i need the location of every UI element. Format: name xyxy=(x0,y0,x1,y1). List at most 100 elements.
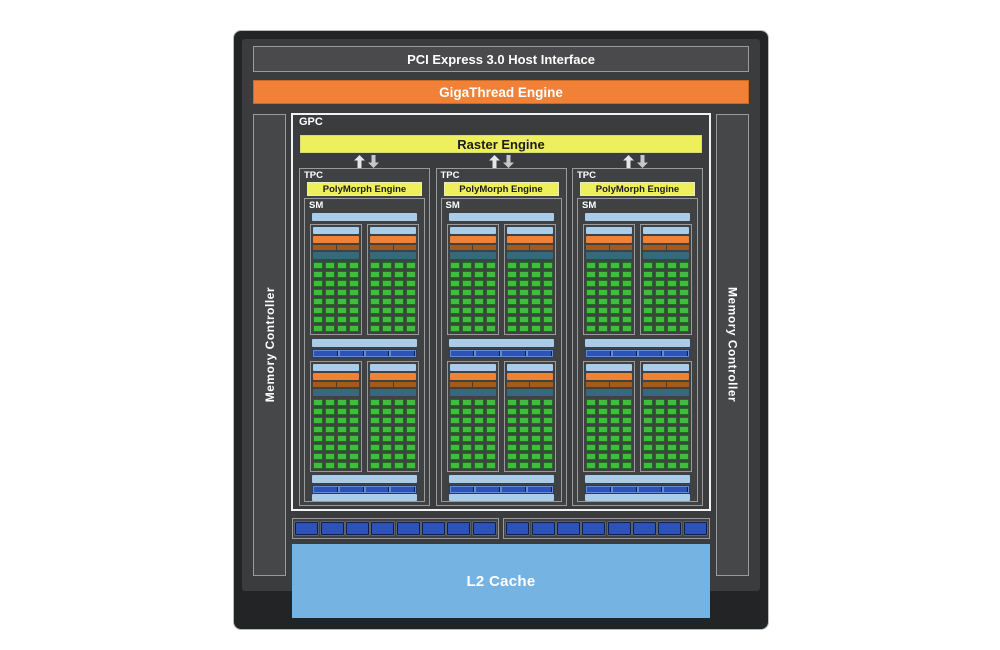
cuda-core xyxy=(679,298,689,305)
cuda-core xyxy=(449,408,460,415)
gpc-block: GPC Raster Engine TPC PolyMorph Engine xyxy=(291,113,711,511)
load-store-segment xyxy=(339,487,364,492)
cuda-core xyxy=(622,280,632,287)
cuda-core xyxy=(598,325,608,332)
cuda-core xyxy=(518,298,529,305)
cuda-core xyxy=(337,399,347,406)
cuda-core xyxy=(506,426,517,433)
sm-partition xyxy=(640,224,692,335)
shared-cache-bar xyxy=(312,475,417,483)
cuda-core xyxy=(586,417,596,424)
cuda-core xyxy=(325,325,335,332)
sfu-bar xyxy=(506,252,553,259)
cuda-core xyxy=(473,417,484,424)
cuda-core xyxy=(473,280,484,287)
cuda-core xyxy=(394,462,404,469)
warp-scheduler-bar xyxy=(313,227,359,234)
cuda-core xyxy=(610,399,620,406)
sm-partition xyxy=(583,224,635,335)
load-store-segment xyxy=(502,487,526,492)
cuda-core xyxy=(679,262,689,269)
tpc-label: TPC xyxy=(440,170,460,181)
cuda-core xyxy=(610,453,620,460)
cuda-core xyxy=(586,325,596,332)
cuda-core xyxy=(370,307,380,314)
crossbar-slot xyxy=(471,521,497,536)
cuda-core xyxy=(610,316,620,323)
cuda-core xyxy=(349,435,359,442)
cuda-core xyxy=(313,417,323,424)
cuda-core xyxy=(370,408,380,415)
dispatch-unit-bar xyxy=(449,236,496,243)
cuda-core xyxy=(394,453,404,460)
cuda-core xyxy=(461,289,472,296)
warp-scheduler-bar xyxy=(643,227,689,234)
dispatch-unit-bar xyxy=(449,373,496,380)
cuda-core xyxy=(530,444,541,451)
cuda-core xyxy=(643,399,653,406)
crossbar-slot xyxy=(581,521,607,536)
cuda-core xyxy=(610,325,620,332)
dispatch-unit-bar xyxy=(370,236,416,243)
cuda-core xyxy=(679,444,689,451)
cuda-core xyxy=(394,307,404,314)
cuda-core xyxy=(461,444,472,451)
cuda-core xyxy=(382,399,392,406)
cuda-core xyxy=(461,453,472,460)
cuda-core xyxy=(337,462,347,469)
cuda-core xyxy=(679,435,689,442)
cuda-core xyxy=(313,325,323,332)
cuda-core xyxy=(667,462,677,469)
cuda-core xyxy=(382,280,392,287)
cuda-core xyxy=(655,408,665,415)
raster-engine: Raster Engine xyxy=(300,135,702,153)
memory-controller-left: Memory Controller xyxy=(253,114,286,576)
cuda-core xyxy=(449,444,460,451)
cuda-core xyxy=(349,408,359,415)
cuda-core xyxy=(394,298,404,305)
cuda-core xyxy=(586,444,596,451)
cuda-core xyxy=(485,435,496,442)
cuda-core xyxy=(473,307,484,314)
polymorph-engine: PolyMorph Engine xyxy=(443,182,559,196)
cuda-core xyxy=(679,408,689,415)
cuda-core xyxy=(643,408,653,415)
sfu-bar xyxy=(586,389,632,396)
load-store-segment xyxy=(476,351,500,356)
cuda-core xyxy=(370,462,380,469)
dispatch-unit-bar xyxy=(370,373,416,380)
sm-label: SM xyxy=(582,200,597,211)
cuda-core xyxy=(370,399,380,406)
gigathread-engine: GigaThread Engine xyxy=(253,80,749,104)
up-arrow-icon xyxy=(488,155,500,168)
core-grid xyxy=(370,262,416,332)
cuda-core xyxy=(622,417,632,424)
warp-scheduler-bar xyxy=(370,227,416,234)
cuda-core xyxy=(530,298,541,305)
cuda-core xyxy=(370,262,380,269)
cuda-core xyxy=(406,426,416,433)
cuda-core xyxy=(406,399,416,406)
cuda-core xyxy=(370,426,380,433)
cuda-core xyxy=(667,289,677,296)
up-arrow-icon xyxy=(623,155,635,168)
cuda-core xyxy=(449,435,460,442)
cuda-core xyxy=(485,325,496,332)
cuda-core xyxy=(610,280,620,287)
sm-partition xyxy=(446,224,499,335)
cuda-core xyxy=(349,462,359,469)
cuda-core xyxy=(394,280,404,287)
cuda-core xyxy=(667,316,677,323)
crossbar-slot xyxy=(420,521,446,536)
cuda-core xyxy=(679,453,689,460)
cuda-core xyxy=(337,408,347,415)
cuda-core xyxy=(382,426,392,433)
cuda-core xyxy=(313,316,323,323)
cuda-core xyxy=(530,453,541,460)
register-file-bar xyxy=(370,245,416,250)
cuda-core xyxy=(370,325,380,332)
register-file-bar xyxy=(586,382,632,387)
cuda-core xyxy=(349,289,359,296)
cuda-core xyxy=(667,307,677,314)
sfu-bar xyxy=(313,389,359,396)
